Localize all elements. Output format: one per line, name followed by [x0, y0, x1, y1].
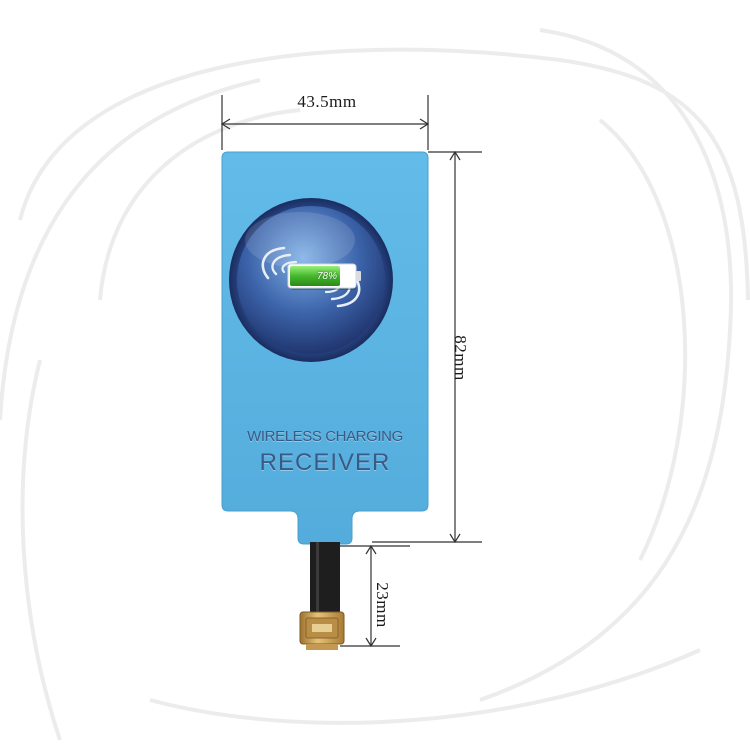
tail-length-label: 23mm — [373, 582, 392, 628]
product-label-line1: WIRELESS CHARGING — [247, 428, 403, 445]
tail-dimension-marker — [340, 544, 410, 648]
battery-percentage: 78% — [316, 271, 337, 282]
width-dimension-label: 43.5mm — [297, 92, 357, 111]
connector-plug — [299, 611, 345, 650]
battery-icon — [287, 263, 361, 290]
flex-cable — [310, 542, 340, 616]
width-dimension-marker — [220, 95, 430, 150]
height-dimension-marker — [372, 150, 482, 544]
product-label-line2: RECEIVER — [259, 449, 391, 476]
height-dimension-label: 82mm — [451, 335, 470, 381]
